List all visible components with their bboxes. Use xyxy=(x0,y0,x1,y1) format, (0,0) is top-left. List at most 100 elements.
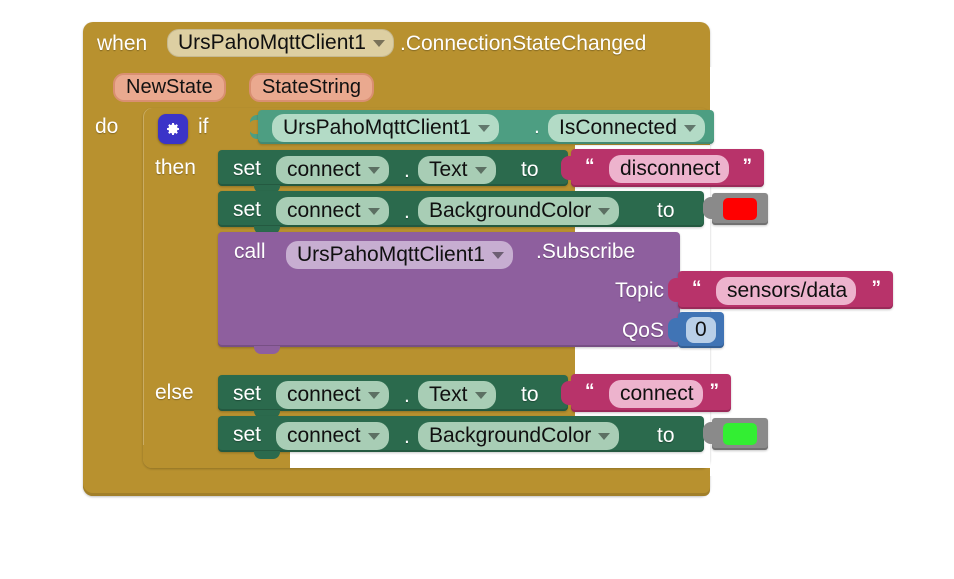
text-string-value: connect xyxy=(620,382,694,405)
setter-component-dropdown[interactable]: connect xyxy=(276,156,389,184)
chevron-down-icon xyxy=(367,208,380,215)
block-connector-nub xyxy=(254,346,280,354)
setter-property-label: BackgroundColor xyxy=(429,424,592,447)
block-connector-nub xyxy=(254,451,280,459)
text-string-field[interactable]: disconnect xyxy=(609,155,730,183)
color-swatch-red[interactable] xyxy=(723,198,757,220)
setter-property-dropdown[interactable]: BackgroundColor xyxy=(418,422,620,450)
set-connect-backgroundcolor-block-else[interactable]: set connect . BackgroundColor to xyxy=(218,416,704,459)
setter-component-dropdown[interactable]: connect xyxy=(276,197,389,225)
condition-plug xyxy=(249,115,261,139)
chevron-down-icon xyxy=(367,392,380,399)
setter-dot-separator: . xyxy=(404,159,410,182)
call-component-label: UrsPahoMqttClient1 xyxy=(297,243,485,266)
event-component-label: UrsPahoMqttClient1 xyxy=(178,31,366,54)
open-quote-glyph: “ xyxy=(585,156,595,177)
call-component-dropdown[interactable]: UrsPahoMqttClient1 xyxy=(286,241,513,269)
text-string-block-disconnect[interactable]: “ disconnect ” xyxy=(561,149,764,187)
setter-property-label: Text xyxy=(429,158,468,181)
arg-label-topic: Topic xyxy=(614,279,664,302)
text-string-value: disconnect xyxy=(620,157,721,180)
chevron-down-icon xyxy=(367,433,380,440)
value-plug xyxy=(561,381,573,405)
value-plug xyxy=(561,156,573,180)
value-plug xyxy=(703,422,715,444)
event-component-dropdown[interactable]: UrsPahoMqttClient1 xyxy=(167,29,394,57)
set-connect-text-block[interactable]: set connect . Text to xyxy=(218,150,568,193)
number-block-qos[interactable]: 0 xyxy=(668,312,724,348)
else-keyword-label: else xyxy=(155,381,194,404)
call-keyword-label: call xyxy=(234,240,266,263)
color-block-green[interactable] xyxy=(703,418,768,450)
open-quote-glyph: “ xyxy=(692,278,702,299)
number-field[interactable]: 0 xyxy=(686,317,716,343)
getter-dot-separator: . xyxy=(534,115,540,138)
event-name-label: .ConnectionStateChanged xyxy=(400,32,647,55)
setter-dot-separator: . xyxy=(404,425,410,448)
chevron-down-icon xyxy=(474,392,487,399)
setter-component-label: connect xyxy=(287,424,361,447)
set-keyword-label: set xyxy=(233,198,262,221)
chevron-down-icon xyxy=(598,433,611,440)
value-plug xyxy=(668,278,680,302)
set-connect-text-block-else[interactable]: set connect . Text to xyxy=(218,375,568,418)
to-keyword-label: to xyxy=(657,424,675,447)
setter-component-label: connect xyxy=(287,383,361,406)
set-keyword-label: set xyxy=(233,382,262,405)
value-plug xyxy=(668,318,680,342)
setter-property-dropdown[interactable]: BackgroundColor xyxy=(418,197,620,225)
do-label: do xyxy=(95,115,119,138)
text-string-block-connect[interactable]: “ connect ” xyxy=(561,374,731,412)
chevron-down-icon xyxy=(477,125,490,132)
chevron-down-icon xyxy=(367,167,380,174)
when-keyword-label: when xyxy=(97,32,148,55)
to-keyword-label: to xyxy=(521,158,539,181)
setter-property-dropdown[interactable]: Text xyxy=(418,381,496,409)
close-quote-glyph: ” xyxy=(871,278,882,299)
to-keyword-label: to xyxy=(657,199,675,222)
text-string-block-topic[interactable]: “ sensors/data ” xyxy=(668,271,893,309)
setter-component-dropdown[interactable]: connect xyxy=(276,381,389,409)
text-string-field[interactable]: connect xyxy=(609,380,703,408)
setter-component-dropdown[interactable]: connect xyxy=(276,422,389,450)
setter-property-label: BackgroundColor xyxy=(429,199,592,222)
then-keyword-label: then xyxy=(155,156,196,179)
gear-icon[interactable] xyxy=(158,114,188,144)
to-keyword-label: to xyxy=(521,383,539,406)
block-connector-nub xyxy=(254,410,280,418)
event-param-statestring[interactable]: StateString xyxy=(249,73,374,102)
arg-label-qos: QoS xyxy=(621,319,664,342)
call-method-label: .Subscribe xyxy=(536,240,636,263)
setter-component-label: connect xyxy=(287,199,361,222)
if-keyword-label: if xyxy=(198,115,209,138)
color-swatch-green[interactable] xyxy=(723,423,757,445)
setter-dot-separator: . xyxy=(404,384,410,407)
close-quote-glyph: ” xyxy=(709,381,720,402)
chevron-down-icon xyxy=(491,252,504,259)
chevron-down-icon xyxy=(598,208,611,215)
chevron-down-icon xyxy=(683,125,696,132)
setter-property-dropdown[interactable]: Text xyxy=(418,156,496,184)
getter-component-label: UrsPahoMqttClient1 xyxy=(283,116,471,139)
chevron-down-icon xyxy=(474,167,487,174)
when-block-bottom-bar xyxy=(83,475,710,496)
event-param-newstate[interactable]: NewState xyxy=(113,73,226,102)
text-string-value: sensors/data xyxy=(727,279,848,302)
set-keyword-label: set xyxy=(233,157,262,180)
open-quote-glyph: “ xyxy=(585,381,595,402)
set-connect-backgroundcolor-block[interactable]: set connect . BackgroundColor to xyxy=(218,191,704,234)
set-keyword-label: set xyxy=(233,423,262,446)
getter-component-dropdown[interactable]: UrsPahoMqttClient1 xyxy=(272,114,499,142)
text-string-field[interactable]: sensors/data xyxy=(716,277,857,305)
close-quote-glyph: ” xyxy=(742,156,753,177)
getter-property-dropdown[interactable]: IsConnected xyxy=(548,114,705,142)
chevron-down-icon xyxy=(372,40,385,47)
setter-dot-separator: . xyxy=(404,200,410,223)
setter-property-label: Text xyxy=(429,383,468,406)
value-plug xyxy=(703,197,715,219)
block-connector-nub xyxy=(254,226,280,234)
color-block-red[interactable] xyxy=(703,193,768,225)
block-connector-nub xyxy=(254,185,280,193)
setter-component-label: connect xyxy=(287,158,361,181)
